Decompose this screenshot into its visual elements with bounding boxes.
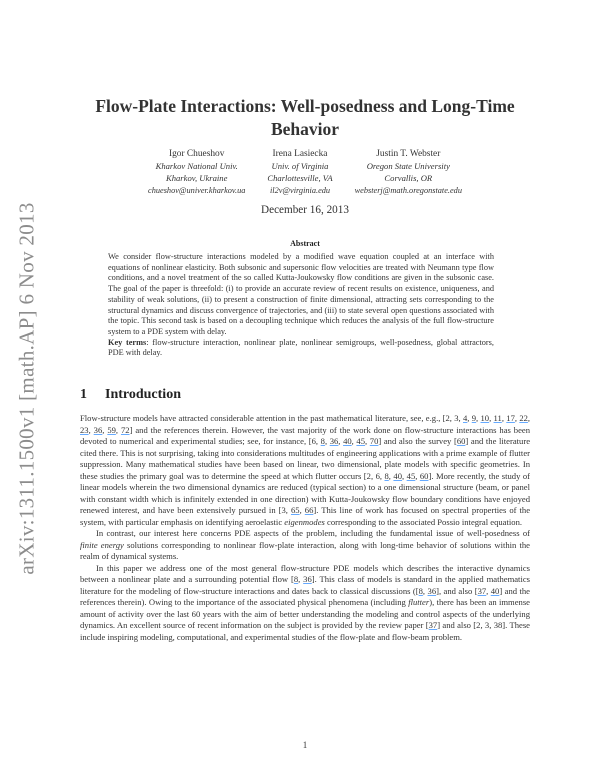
author-name: Irena Lasiecka <box>272 149 328 159</box>
citation-link[interactable]: 23 <box>80 424 89 435</box>
emphasis: eigenmodes <box>284 516 325 527</box>
citation-link[interactable]: 36 <box>329 436 339 446</box>
key-terms: Key terms: flow-structure interaction, n… <box>108 338 494 359</box>
author-block: Igor Chueshov Kharkov National Univ. Kha… <box>80 148 530 197</box>
abstract-text: We consider flow-structure interactions … <box>108 252 494 336</box>
citation-link[interactable]: 9 <box>471 413 477 423</box>
citation-link[interactable]: 70 <box>369 436 379 446</box>
paragraph-3: In this paper we address one of the most… <box>80 563 530 644</box>
citation-link[interactable]: 66 <box>304 505 314 515</box>
arxiv-identifier-stamp: arXiv:1311.1500v1 [math.AP] 6 Nov 2013 <box>12 183 42 593</box>
introduction-body: Flow-structure models have attracted con… <box>80 413 530 643</box>
abstract-body: We consider flow-structure interactions … <box>108 252 494 359</box>
author-email: chueshov@univer.kharkov.ua <box>148 185 246 195</box>
citation-group: 37, 40 <box>477 585 500 596</box>
text-run: ]. More recently, the study of linear mo… <box>80 470 530 516</box>
author-name: Justin T. Webster <box>376 149 441 159</box>
citation-link[interactable]: 60 <box>419 470 429 481</box>
text-run: In contrast, our interest here concerns … <box>96 528 530 538</box>
author-email: il2v@virginia.edu <box>269 185 331 195</box>
citation-link[interactable]: 37 <box>477 585 487 596</box>
text-run: In this paper we address one of the most… <box>80 562 530 585</box>
section-title: Introduction <box>105 387 181 402</box>
citation-link[interactable]: 36 <box>427 585 437 596</box>
citation-link[interactable]: 8 <box>293 574 299 584</box>
citation-link[interactable]: 17 <box>506 413 515 423</box>
paper-date: December 16, 2013 <box>261 204 349 216</box>
citation-link[interactable]: 40 <box>393 470 403 481</box>
citation-link[interactable]: 36 <box>93 424 103 435</box>
section-heading-introduction: 1 Introduction <box>80 387 530 403</box>
author-3: Justin T. Webster Oregon State Universit… <box>355 148 462 197</box>
text-run: ] and also the survey [ <box>378 436 457 446</box>
citation-link[interactable]: 60 <box>456 436 466 446</box>
citation-link[interactable]: 65 <box>290 505 300 515</box>
citation-link[interactable]: 45 <box>356 436 366 446</box>
citation-group: 8, 40, 45, 60 <box>384 470 429 481</box>
text-run: ] and the literature cited there. This i… <box>80 436 531 481</box>
text-run: ] and the references therein). Owing to … <box>80 585 530 608</box>
key-terms-label: Key terms <box>108 337 147 347</box>
citation-link[interactable]: 10 <box>480 413 490 423</box>
citation-link[interactable]: 45 <box>406 470 416 481</box>
citation-group: 8, 36, 40, 45, 70 <box>320 436 379 446</box>
page-number: 1 <box>302 740 308 750</box>
author-location: Kharkov, Ukraine <box>165 173 228 184</box>
text-run: ] and the references therein. However, t… <box>80 424 530 447</box>
citation-link[interactable]: 8 <box>320 436 325 446</box>
author-2: Irena Lasiecka Univ. of Virginia Charlot… <box>267 148 332 197</box>
arxiv-id-text: arXiv:1311.1500v1 [math.AP] 6 Nov 2013 <box>14 201 39 575</box>
section-number: 1 <box>80 387 87 402</box>
citation-link[interactable]: 37 <box>428 620 438 630</box>
citation-link[interactable]: 4 <box>463 413 468 423</box>
citation-link[interactable]: 8 <box>384 470 389 481</box>
emphasis: finite energy <box>80 539 124 550</box>
emphasis: flutter <box>408 597 430 607</box>
citation-link[interactable]: 22 <box>519 413 528 423</box>
citation-group: 4, 9, 10, 11, 17, 22, 23, 36, 59, 72 <box>80 413 531 435</box>
citation-link[interactable]: 8 <box>418 585 423 596</box>
citation-link[interactable]: 72 <box>120 424 130 435</box>
author-institution: Univ. of Virginia <box>271 161 329 172</box>
citation-group: 8, 36 <box>418 585 437 596</box>
citation-link[interactable]: 59 <box>107 424 116 435</box>
citation-link[interactable]: 40 <box>343 436 352 446</box>
author-email: websterj@math.oregonstate.edu <box>354 185 462 195</box>
author-location: Charlottesville, VA <box>267 173 333 184</box>
text-run: ] and also [2, 3, 38]. These include ins… <box>80 620 530 642</box>
citation-link[interactable]: 11 <box>493 413 502 423</box>
text-run: corresponding to the associated Possio i… <box>324 516 523 527</box>
abstract-heading: Abstract <box>290 239 320 248</box>
citation-group: 65, 66 <box>290 505 314 515</box>
text-run: ), there has been an immense amount of a… <box>80 597 530 630</box>
key-terms-list: : flow-structure interaction, nonlinear … <box>108 337 494 358</box>
text-run: solutions corresponding to nonlinear flo… <box>80 539 530 562</box>
author-institution: Kharkov National Univ. <box>155 161 238 172</box>
text-run: ]. This line of work has focused on spec… <box>80 505 531 527</box>
paragraph-1: Flow-structure models have attracted con… <box>80 413 530 528</box>
citation-link[interactable]: 36 <box>303 574 312 584</box>
author-institution: Oregon State University <box>366 161 450 172</box>
paragraph-2: In contrast, our interest here concerns … <box>80 528 530 563</box>
text-run: ]. This class of models is standard in t… <box>80 574 530 596</box>
author-1: Igor Chueshov Kharkov National Univ. Kha… <box>148 148 245 197</box>
citation-link[interactable]: 40 <box>490 585 500 596</box>
citation-group: 8, 36 <box>293 574 312 584</box>
author-location: Corvallis, OR <box>384 173 433 184</box>
text-run: ], and also [ <box>436 585 478 596</box>
author-name: Igor Chueshov <box>168 149 225 159</box>
paper-title: Flow-Plate Interactions: Well-posedness … <box>95 96 515 139</box>
text-run: Flow-structure models have attracted con… <box>80 413 463 423</box>
